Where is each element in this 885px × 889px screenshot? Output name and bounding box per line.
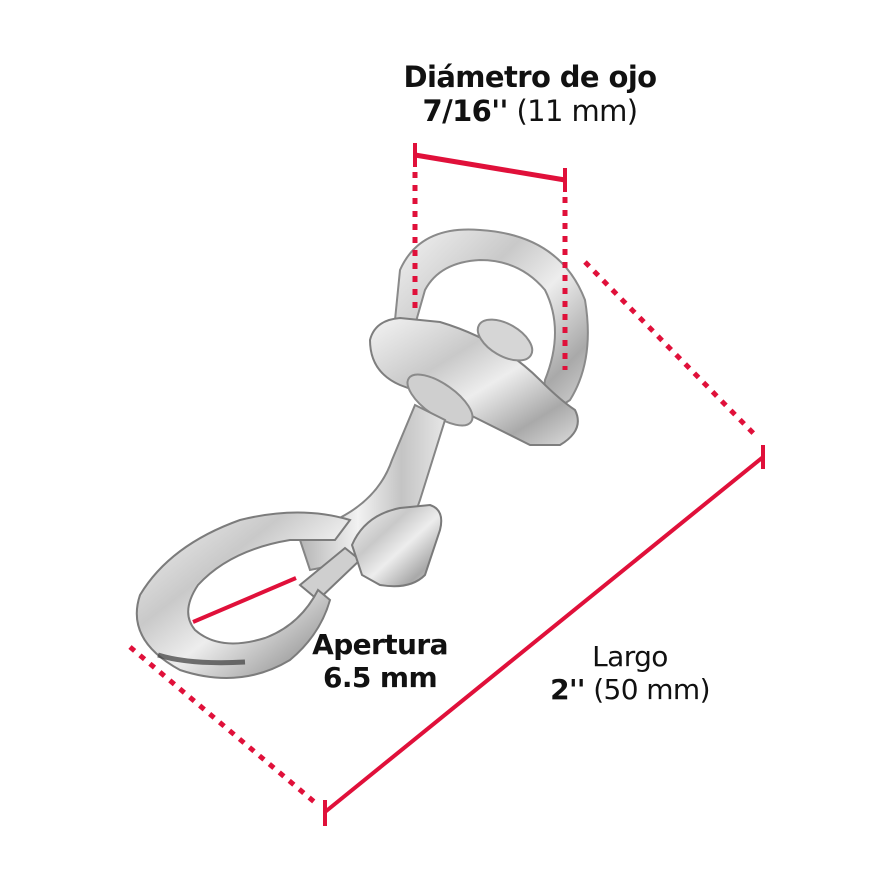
length-label: Largo 2'' (50 mm) [520, 640, 740, 706]
length-metric: (50 mm) [593, 673, 710, 707]
opening-label: Apertura 6.5 mm [300, 628, 460, 694]
eye-diameter-line [414, 152, 566, 183]
swivel-bracket [368, 316, 579, 446]
hook-loop [135, 511, 352, 679]
eye-diameter-imperial: 7/16'' [422, 94, 509, 129]
measurement-overlay [128, 143, 765, 826]
opening-title: Apertura [312, 628, 448, 661]
spring-gate [298, 503, 443, 602]
eye-diameter-title: Diámetro de ojo [403, 60, 658, 94]
eye-diameter-label: Diámetro de ojo 7/16'' (11 mm) [360, 60, 700, 128]
length-title: Largo [592, 640, 668, 673]
eye-diameter-metric: (11 mm) [516, 94, 638, 129]
opening-line [192, 576, 297, 624]
length-imperial: 2'' [550, 673, 585, 707]
opening-value: 6.5 mm [322, 661, 438, 695]
length-line [323, 455, 765, 814]
eye-ring [393, 228, 589, 423]
